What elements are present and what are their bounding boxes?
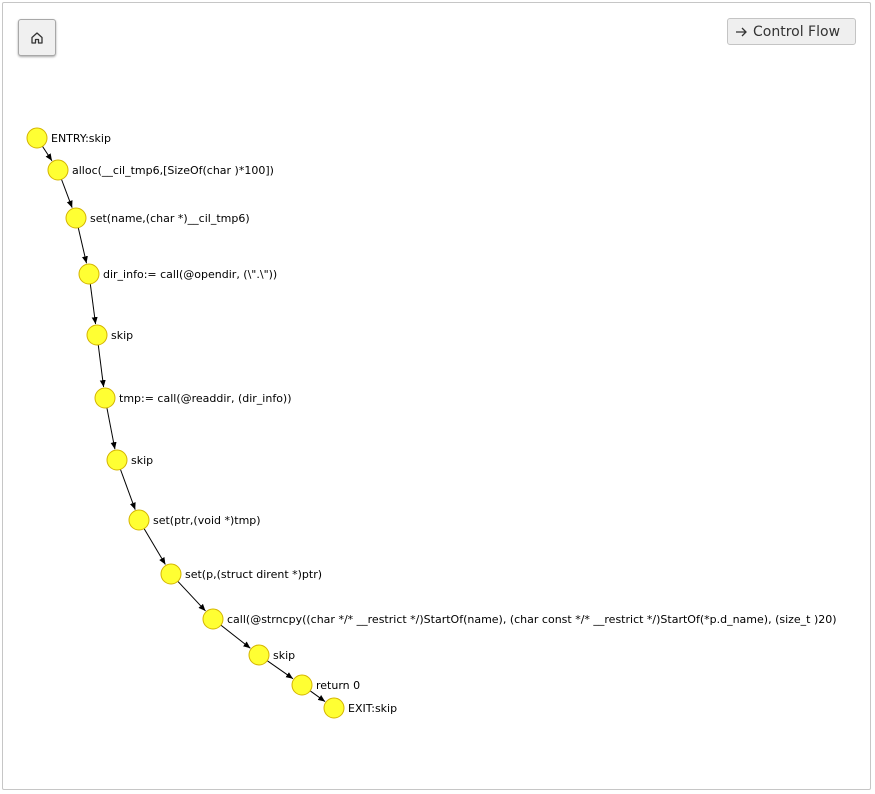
graph-node[interactable]: skip — [248, 644, 295, 666]
edge-n1-n2 — [61, 179, 73, 208]
node-label: return 0 — [316, 679, 360, 692]
edge-n3-n4 — [89, 283, 98, 325]
edge-n7-n8 — [143, 528, 166, 565]
graph-node[interactable]: set(ptr,(void *)tmp) — [128, 509, 261, 531]
node-label: ENTRY:skip — [51, 132, 111, 145]
edge-n0-n1 — [42, 146, 53, 162]
node-circle[interactable] — [202, 608, 224, 630]
node-label: dir_info:= call(@opendir, (\".\")) — [103, 268, 277, 281]
edge-n11-n12 — [309, 690, 326, 702]
node-label: set(p,(struct dirent *)ptr) — [185, 568, 322, 581]
node-label: skip — [273, 649, 295, 662]
edge-n4-n5 — [97, 344, 106, 388]
node-label: alloc(__cil_tmp6,[SizeOf(char )*100]) — [72, 164, 274, 177]
edge-n9-n10 — [220, 624, 251, 649]
edge-n2-n3 — [77, 227, 88, 264]
node-circle[interactable] — [26, 127, 48, 149]
control-flow-label: Control Flow — [753, 23, 841, 40]
node-label: EXIT:skip — [348, 702, 397, 715]
node-circle[interactable] — [128, 509, 150, 531]
arrow-right-icon — [735, 26, 748, 38]
edge-n5-n6 — [106, 407, 117, 450]
node-label: skip — [131, 454, 153, 467]
graph-node[interactable]: set(name,(char *)__cil_tmp6) — [65, 207, 250, 229]
node-circle[interactable] — [323, 697, 345, 719]
node-circle[interactable] — [47, 159, 69, 181]
node-circle[interactable] — [248, 644, 270, 666]
graph-node[interactable]: call(@strncpy((char */* __restrict */)St… — [202, 608, 837, 630]
graph-node[interactable]: EXIT:skip — [323, 697, 397, 719]
control-flow-button[interactable]: Control Flow — [727, 18, 856, 45]
graph-node[interactable]: return 0 — [291, 674, 360, 696]
home-button[interactable] — [18, 19, 56, 56]
node-label: skip — [111, 329, 133, 342]
node-circle[interactable] — [291, 674, 313, 696]
edge-n10-n11 — [266, 660, 294, 680]
graph-node[interactable]: skip — [86, 324, 133, 346]
node-circle[interactable] — [65, 207, 87, 229]
graph-node[interactable]: dir_info:= call(@opendir, (\".\")) — [78, 263, 277, 285]
node-label: tmp:= call(@readdir, (dir_info)) — [119, 392, 292, 405]
home-icon — [29, 30, 45, 46]
node-label: set(name,(char *)__cil_tmp6) — [90, 212, 250, 225]
graph-node[interactable]: tmp:= call(@readdir, (dir_info)) — [94, 387, 292, 409]
graph-node[interactable]: set(p,(struct dirent *)ptr) — [160, 563, 322, 585]
node-label: call(@strncpy((char */* __restrict */)St… — [227, 613, 837, 626]
edge-n8-n9 — [177, 580, 206, 612]
graph-node[interactable]: alloc(__cil_tmp6,[SizeOf(char )*100]) — [47, 159, 274, 181]
graph-node[interactable]: ENTRY:skip — [26, 127, 111, 149]
node-circle[interactable] — [160, 563, 182, 585]
node-circle[interactable] — [78, 263, 100, 285]
node-circle[interactable] — [106, 449, 128, 471]
node-label: set(ptr,(void *)tmp) — [153, 514, 261, 527]
node-circle[interactable] — [94, 387, 116, 409]
edge-n6-n7 — [119, 469, 136, 510]
node-circle[interactable] — [86, 324, 108, 346]
graph-node[interactable]: skip — [106, 449, 153, 471]
